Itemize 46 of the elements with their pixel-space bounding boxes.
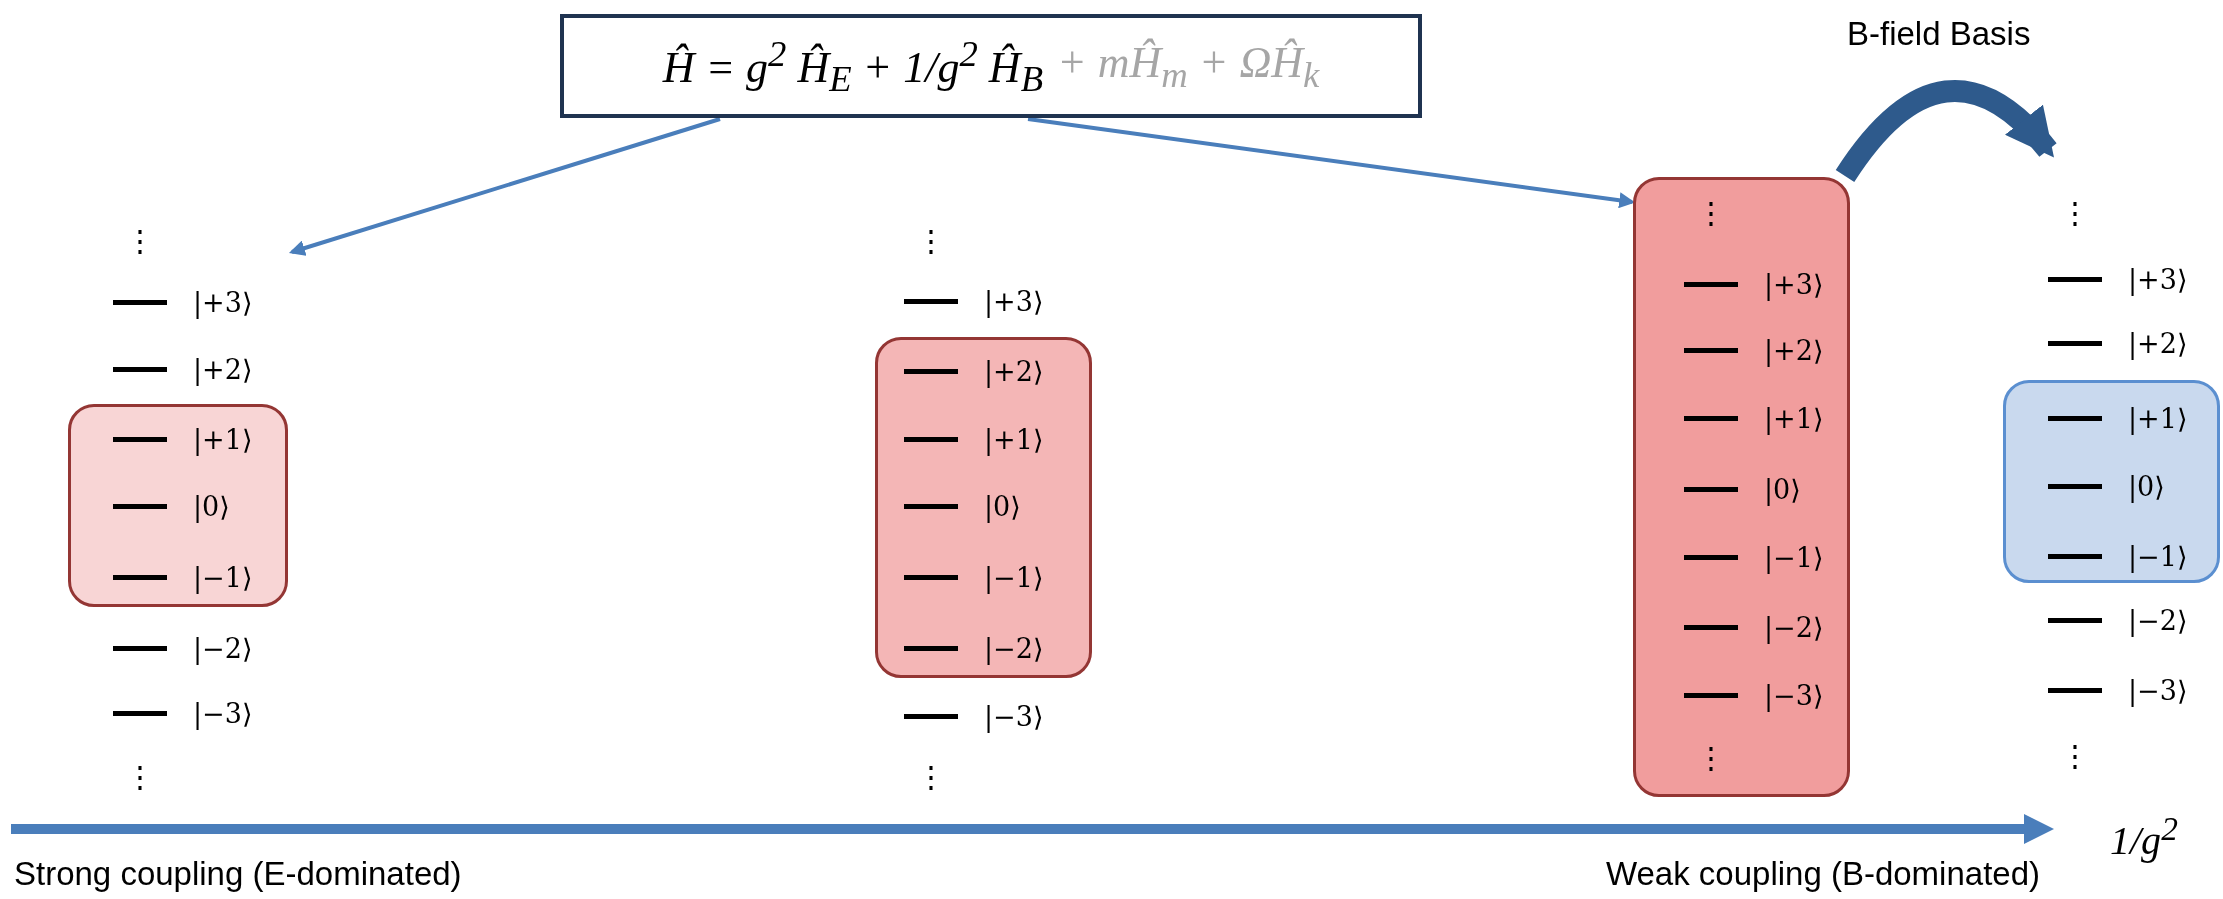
state-label: |+2⟩ <box>2128 327 2188 359</box>
axis-label: 1/g$^{2}$ <box>2110 810 2178 865</box>
state-group-box <box>2003 380 2220 583</box>
state-label: |+2⟩ <box>193 353 253 385</box>
state-label: |−3⟩ <box>193 697 253 729</box>
state-label: |+1⟩ <box>193 423 253 455</box>
ellipsis: ⋮ <box>916 222 946 260</box>
curved-arrow <box>1835 80 2057 183</box>
state-group-box <box>1633 177 1850 797</box>
ellipsis: ⋮ <box>1696 739 1726 777</box>
state-label: |+3⟩ <box>1764 268 1824 300</box>
state-group-box <box>68 404 288 607</box>
state-label: |−2⟩ <box>984 632 1044 664</box>
state-label: |+3⟩ <box>984 285 1044 317</box>
state-label: |−1⟩ <box>2128 540 2188 572</box>
ellipsis: ⋮ <box>2060 194 2090 232</box>
state-label: |0⟩ <box>193 490 230 522</box>
state-label: |0⟩ <box>984 490 1021 522</box>
state-label: |+1⟩ <box>984 423 1044 455</box>
ellipsis: ⋮ <box>125 222 155 260</box>
state-label: |+2⟩ <box>1764 334 1824 366</box>
arrow <box>288 117 721 256</box>
equation-box: Ĥ = g$^{2}$ Ĥ$_{E}$ + 1/g$^{2}$ Ĥ$_{B}$ + mĤ$_{m}$ + ΩĤ$_{k}$ <box>560 14 1422 118</box>
state-label: |+2⟩ <box>984 355 1044 387</box>
state-label: |+3⟩ <box>2128 263 2188 295</box>
ellipsis: ⋮ <box>2060 737 2090 775</box>
state-label: |−2⟩ <box>193 632 253 664</box>
ellipsis: ⋮ <box>125 758 155 796</box>
state-label: |−2⟩ <box>1764 611 1824 643</box>
ellipsis: ⋮ <box>1696 194 1726 232</box>
state-label: |−2⟩ <box>2128 604 2188 636</box>
state-label: |−3⟩ <box>2128 674 2188 706</box>
state-label: |0⟩ <box>1764 473 1801 505</box>
state-label: |−3⟩ <box>1764 679 1824 711</box>
state-group-box <box>875 337 1092 678</box>
state-label: |−1⟩ <box>193 561 253 593</box>
state-label: |+1⟩ <box>1764 402 1824 434</box>
state-label: |−1⟩ <box>984 561 1044 593</box>
axis-caption: Strong coupling (E-dominated) <box>14 855 462 893</box>
state-label: |−3⟩ <box>984 700 1044 732</box>
state-label: |+1⟩ <box>2128 402 2188 434</box>
ellipsis: ⋮ <box>916 758 946 796</box>
state-label: |−1⟩ <box>1764 541 1824 573</box>
state-label: |+3⟩ <box>193 286 253 318</box>
axis-caption: Weak coupling (B-dominated) <box>1605 855 2040 893</box>
state-label: |0⟩ <box>2128 470 2165 502</box>
